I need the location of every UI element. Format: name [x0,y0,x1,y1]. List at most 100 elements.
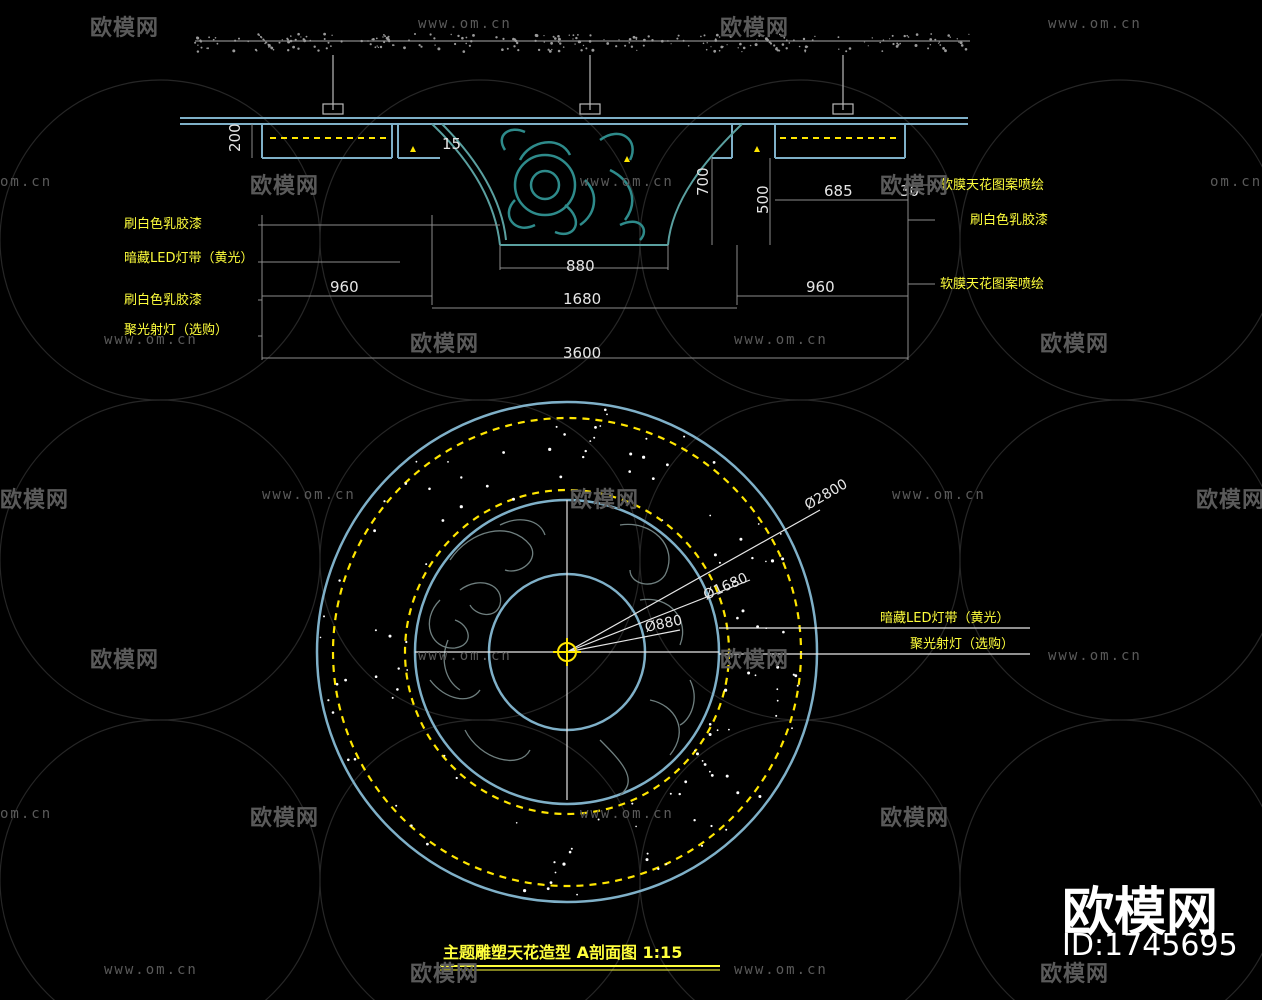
hatch-dot [720,45,724,49]
hatch-dot [420,45,423,48]
star-point [373,529,376,533]
star-point [404,482,408,485]
label-spotlight: 聚光射灯（选购） [124,322,228,338]
star-point [597,818,600,821]
hatch-dot [845,50,848,53]
hatch-dot [710,46,712,48]
star-point [696,752,699,756]
hatch-dot [615,45,618,48]
hatch-dot [882,39,885,41]
star-point-lights [319,408,799,896]
star-point [546,887,550,891]
star-point [395,804,398,807]
hatch-dot [305,35,308,38]
hatch-dot [465,42,468,45]
watermark-brand: 欧模网 [880,174,950,199]
section-annotations-left: 刷白色乳胶漆 暗藏LED灯带（黄光） 刷白色乳胶漆 聚光射灯（选购） [124,216,253,338]
hatch-dot [713,49,717,53]
hatch-dot [302,38,305,41]
hatch-dot [773,44,776,47]
hatch-dot [552,35,555,38]
star-point [512,497,515,501]
watermark-url: www.om.cn [104,332,198,348]
hatch-dot [788,42,791,44]
hatch-dot [635,38,638,40]
hatch-dot [778,33,781,36]
hatch-dot [369,43,372,46]
hatch-dot [714,39,718,42]
hatch-dot [959,41,963,45]
watermark-brand: 欧模网 [1196,488,1262,513]
star-point [775,714,778,717]
hatch-dot [729,35,733,38]
hatch-dot [889,38,891,40]
hatch-dot [628,38,632,41]
hatch-dot [766,38,769,42]
star-point [716,729,719,732]
hatch-dot [944,49,947,51]
hatch-dot [263,39,265,41]
slab-hatch [194,32,970,53]
hatch-dot [495,36,498,39]
funnel-sculpture [431,123,743,246]
hatch-dot [433,37,436,40]
hatch-dot [811,39,814,41]
hatch-dot [618,39,620,41]
star-point [562,862,566,866]
hatch-dot [687,45,690,47]
hatch-dot [804,49,807,52]
star-point [736,791,740,795]
star-point [751,556,754,560]
hatch-dot [574,43,576,45]
hatch-dot [749,44,752,47]
hatch-dot [216,42,219,45]
hatch-dot [517,49,520,52]
hatch-dot [327,41,330,44]
star-point [593,436,596,439]
star-point [555,425,558,428]
hatch-dot [906,34,908,37]
star-point [594,426,597,429]
star-point [770,559,775,563]
star-point [703,763,707,766]
flower-pattern-plan [428,519,695,796]
hatch-dot [726,44,728,46]
hatch-dot [300,36,302,38]
hatch-dot [281,39,283,41]
hatch-dot [325,47,328,50]
star-point [661,519,664,521]
watermark-url: om.cn [0,806,53,822]
hatch-dot [705,48,708,51]
hatch-dot [804,51,806,53]
hatch-dot [956,38,958,40]
star-point [582,455,585,459]
star-point [559,475,563,479]
watermark-url: www.om.cn [892,487,986,503]
hatch-dot [737,47,739,49]
hatch-dot [470,40,473,43]
hatch-dot [554,37,557,40]
star-point [645,858,649,862]
hatch-dot [589,34,592,37]
hatch-dot [718,49,721,52]
watermark-brand: 欧模网 [250,806,320,831]
star-point [631,802,634,805]
star-point [781,557,785,561]
watermark-url: www.om.cn [580,806,674,822]
dim-960-left: 960 [330,278,359,296]
ceiling-board [180,117,968,159]
hatch-dot [382,36,384,38]
star-point [396,688,399,691]
hatch-dot [838,48,840,50]
star-point [589,440,592,442]
hatch-dot [756,39,758,41]
hatch-dot [677,34,680,37]
watermark-arcs [0,79,1262,1000]
star-point [669,792,672,795]
label-white-paint-3: 刷白色乳胶漆 [970,212,1048,228]
star-point [554,871,557,874]
hatch-dot [258,34,261,36]
hatch-dot [628,42,631,44]
hatch-dot [534,39,537,42]
hatch-dot [630,45,634,48]
